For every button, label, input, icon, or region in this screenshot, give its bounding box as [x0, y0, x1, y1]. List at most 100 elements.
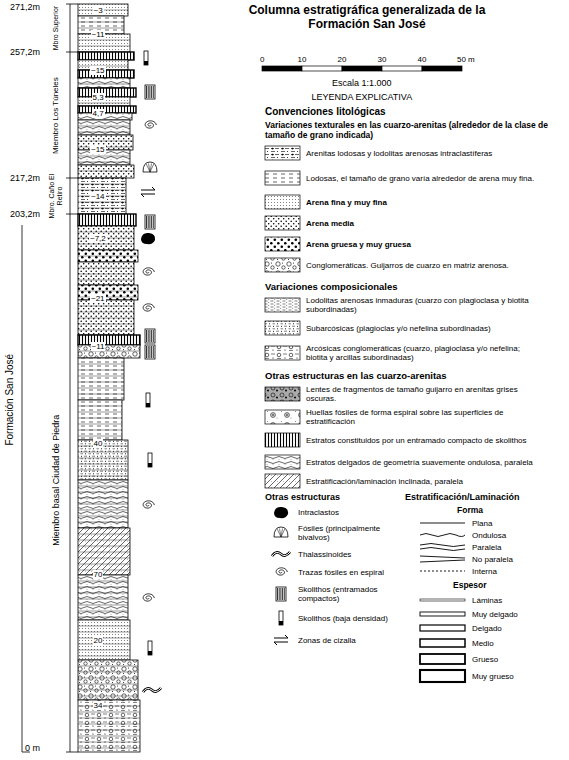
legend-swatch: [265, 455, 300, 469]
bed-line: [78, 540, 130, 541]
thickness-label: 5,3: [92, 93, 105, 102]
legend-text: Grueso: [472, 655, 498, 664]
rock-layer: [78, 660, 138, 700]
structure-symbol: [143, 501, 154, 508]
scale-bar: [262, 66, 462, 71]
thickness-label: 70: [93, 570, 104, 579]
bed-line: [78, 412, 122, 413]
rock-layer: [78, 575, 128, 620]
legend-text: Arena fina y muy fina: [306, 198, 541, 207]
bed-line: [78, 436, 122, 437]
strat-column: [78, 4, 140, 752]
bed-line: [78, 22, 124, 23]
legend-heading: Estratificación/Laminación: [405, 492, 520, 502]
legend-text: Conglomeráticas. Guijarros de cuarzo en …: [306, 261, 541, 270]
legend-swatch: [265, 258, 300, 272]
structure-symbol: [143, 688, 161, 692]
thickness-label: ~15: [90, 145, 106, 154]
scale-number: 30: [378, 55, 387, 64]
bed-line: [78, 388, 124, 389]
scale-number: 10: [298, 55, 307, 64]
legend-subheading: Espesor: [453, 581, 487, 591]
thickness-label: ~7,2: [89, 234, 107, 243]
rock-layer: [78, 262, 134, 285]
legend-text: Huellas fósiles de forma espiral sobre l…: [306, 408, 541, 426]
legend-swatch: [265, 474, 300, 488]
bed-line: [78, 184, 126, 185]
bed-line: [78, 458, 128, 459]
bed-line: [78, 736, 140, 737]
bed-line: [78, 351, 140, 352]
bed-line: [78, 84, 130, 85]
formation-bracket: [22, 225, 30, 752]
bed-line: [78, 706, 140, 707]
structure-symbol: [145, 329, 155, 343]
bed-line: [78, 291, 138, 292]
structure-symbol: [146, 393, 150, 407]
rock-layer: [78, 52, 134, 60]
bed-line: [78, 650, 130, 651]
bed-line: [78, 672, 138, 673]
legend-swatch: [265, 298, 300, 312]
bed-line: [78, 748, 140, 749]
rock-layer: [78, 285, 138, 300]
legend-swatch: [276, 587, 286, 601]
bed-line: [78, 522, 128, 523]
legend-swatch: [265, 433, 300, 447]
rock-layer: [78, 300, 134, 335]
legend-text: Estratificación/laminación inclinada, pa…: [306, 477, 541, 486]
height-label: 217,2m: [10, 173, 40, 183]
legend-title: LEYENDA EXPLICATIVA: [312, 92, 413, 102]
legend-text: Skolithos (baja densidad): [298, 614, 410, 623]
bed-line: [78, 558, 130, 559]
legend-swatch: [265, 237, 300, 251]
structure-symbol: [141, 233, 155, 244]
bed-line: [78, 406, 122, 407]
rock-layer: [78, 4, 128, 16]
legend-swatch: [420, 654, 465, 664]
bed-line: [78, 162, 130, 163]
legend-swatch: [274, 527, 288, 537]
legend-text: Ondulosa: [472, 531, 506, 540]
bed-line: [78, 626, 130, 627]
bed-line: [78, 202, 126, 203]
legend-heading: Convenciones litológicas: [265, 106, 386, 118]
bed-line: [78, 581, 128, 582]
legend-swatch: [420, 599, 465, 601]
bed-line: [78, 156, 130, 157]
legend-text: Estratos delgados de geometría suavement…: [306, 458, 541, 467]
bed-line: [78, 394, 124, 395]
thickness-label: 34: [93, 701, 104, 710]
bed-line: [78, 587, 128, 588]
bed-line: [78, 718, 140, 719]
bed-line: [78, 28, 124, 29]
legend-swatch: [265, 321, 300, 335]
bed-line: [78, 492, 128, 493]
thickness-label: 40: [93, 439, 104, 448]
bed-line: [78, 605, 128, 606]
legend-swatch: [420, 612, 465, 616]
bed-line: [78, 132, 130, 133]
rock-layer: [78, 78, 130, 88]
legend-heading: Variaciones texturales en las cuarzo-are…: [265, 121, 555, 141]
member-name: Miembro basal Ciudad de Piedra: [51, 415, 61, 546]
column-symbols: [141, 51, 161, 692]
legend-text: Plana: [472, 519, 492, 528]
legend-text: No paralela: [472, 555, 513, 564]
bed-line: [78, 546, 130, 547]
scale-number: 20: [338, 55, 347, 64]
legend-swatch: [274, 507, 288, 518]
rock-layer: [78, 178, 126, 214]
legend-text: Arcósicas conglomeráticas (cuarzo, plagi…: [306, 344, 541, 362]
scale-number: 0: [260, 55, 264, 64]
structure-symbol: [145, 85, 155, 99]
diagram-title: Columna estratigráfica generalizada de l…: [242, 4, 492, 32]
legend-swatch: [265, 346, 300, 360]
bed-line: [78, 280, 134, 281]
bed-line: [78, 244, 134, 245]
structure-symbol: [141, 187, 155, 197]
bed-line: [78, 504, 128, 505]
bed-line: [78, 256, 138, 257]
bed-line: [78, 171, 134, 172]
